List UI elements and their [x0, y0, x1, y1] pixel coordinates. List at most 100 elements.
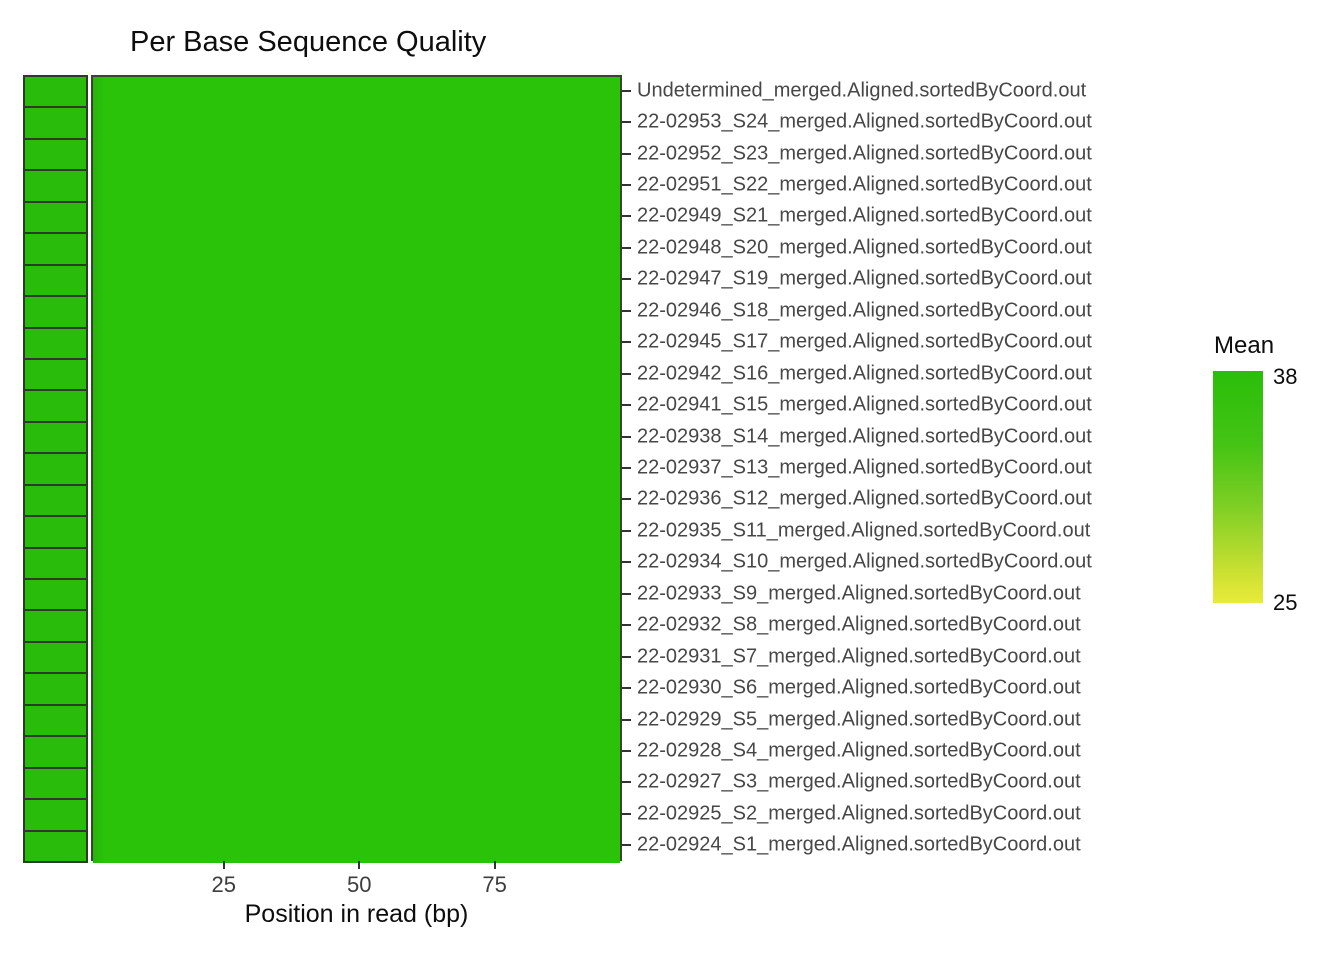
sample-tick-mark: [622, 184, 631, 187]
strip-cell: [23, 137, 88, 172]
strip-cell: [23, 578, 88, 612]
sample-tick-mark: [622, 89, 631, 92]
strip-cell: [23, 169, 88, 203]
sample-tick-mark: [622, 749, 631, 752]
chart-title: Per Base Sequence Quality: [130, 26, 487, 58]
sample-tick-mark: [622, 404, 631, 407]
sample-tick-mark: [622, 152, 631, 155]
heatmap-row: [93, 768, 620, 801]
heatmap-row: [93, 265, 620, 298]
heatmap-row: [93, 674, 620, 706]
sample-tick-mark: [622, 561, 631, 564]
sample-label: 22-02948_S20_merged.Aligned.sortedByCoor…: [637, 236, 1092, 259]
sample-label: Undetermined_merged.Aligned.sortedByCoor…: [637, 79, 1087, 102]
sample-tick-mark: [622, 121, 631, 124]
sample-label: 22-02929_S5_merged.Aligned.sortedByCoord…: [637, 708, 1081, 731]
heatmap-row: [93, 202, 620, 235]
sample-label: 22-02928_S4_merged.Aligned.sortedByCoord…: [637, 739, 1081, 762]
sample-label: 22-02934_S10_merged.Aligned.sortedByCoor…: [637, 550, 1092, 573]
strip-cell: [23, 483, 88, 518]
sample-tick-mark: [622, 529, 631, 532]
sample-label: 22-02952_S23_merged.Aligned.sortedByCoor…: [637, 142, 1092, 165]
sample-tick-mark: [622, 341, 631, 344]
sample-tick-mark: [622, 655, 631, 658]
heatmap-row: [93, 77, 620, 109]
heatmap-row: [93, 705, 620, 738]
heatmap-row: [93, 422, 620, 455]
heatmap-row: [93, 391, 620, 423]
strip-cell: [23, 389, 88, 423]
sample-tick-mark: [622, 435, 631, 438]
legend-colorbar: [1213, 371, 1263, 603]
sample-tick-mark: [622, 372, 631, 375]
strip-cell: [23, 766, 88, 801]
sample-label: 22-02925_S2_merged.Aligned.sortedByCoord…: [637, 802, 1081, 825]
strip-cell: [23, 640, 88, 675]
heatmap-row: [93, 108, 620, 140]
sample-tick-mark: [622, 278, 631, 281]
strip-cell: [23, 357, 88, 392]
sample-tick-mark: [622, 812, 631, 815]
row-annotation-strip: [23, 75, 88, 863]
sample-label: 22-02938_S14_merged.Aligned.sortedByCoor…: [637, 425, 1092, 448]
sample-label: 22-02942_S16_merged.Aligned.sortedByCoor…: [637, 362, 1092, 385]
legend-title: Mean: [1214, 332, 1275, 359]
legend-min-value: 25: [1273, 590, 1298, 615]
sample-label: 22-02930_S6_merged.Aligned.sortedByCoord…: [637, 676, 1081, 699]
sample-tick-mark: [622, 498, 631, 501]
x-tick-mark: [493, 861, 496, 869]
sample-label: 22-02937_S13_merged.Aligned.sortedByCoor…: [637, 456, 1092, 479]
strip-cell: [23, 452, 88, 486]
sample-tick-mark: [622, 246, 631, 249]
sample-tick-mark: [622, 687, 631, 690]
legend-max-value: 38: [1273, 364, 1298, 389]
strip-cell: [23, 200, 88, 235]
sample-tick-mark: [622, 844, 631, 847]
sample-tick-mark: [622, 215, 631, 218]
sample-label: 22-02936_S12_merged.Aligned.sortedByCoor…: [637, 487, 1092, 510]
sample-tick-mark: [622, 467, 631, 469]
x-tick-mark: [358, 861, 361, 869]
sample-tick-mark: [622, 592, 631, 595]
sample-label: 22-02945_S17_merged.Aligned.sortedByCoor…: [637, 330, 1092, 353]
heatmap-panel: [91, 75, 622, 863]
strip-cell: [23, 515, 88, 549]
strip-cell: [23, 829, 88, 863]
strip-cell: [23, 609, 88, 643]
strip-cell: [23, 75, 88, 109]
sample-label: 22-02933_S9_merged.Aligned.sortedByCoord…: [637, 582, 1081, 605]
heatmap-row: [93, 580, 620, 612]
sample-tick-mark: [622, 718, 631, 721]
strip-cell: [23, 735, 88, 769]
heatmap-row: [93, 831, 620, 863]
strip-cell: [23, 263, 88, 298]
x-tick-mark: [222, 861, 225, 869]
x-tick-label: 25: [211, 872, 236, 897]
heatmap-row: [93, 548, 620, 580]
sample-label: 22-02946_S18_merged.Aligned.sortedByCoor…: [637, 299, 1092, 322]
heatmap-row: [93, 359, 620, 392]
strip-cell: [23, 232, 88, 266]
strip-cell: [23, 703, 88, 738]
heatmap-row: [93, 139, 620, 172]
strip-cell: [23, 672, 88, 706]
sample-label: 22-02941_S15_merged.Aligned.sortedByCoor…: [637, 393, 1092, 416]
sample-label: 22-02932_S8_merged.Aligned.sortedByCoord…: [637, 613, 1081, 636]
heatmap-row: [93, 328, 620, 360]
strip-cell: [23, 546, 88, 580]
heatmap-row: [93, 642, 620, 675]
strip-cell: [23, 326, 88, 360]
sample-tick-mark: [622, 309, 631, 312]
strip-cell: [23, 798, 88, 832]
x-tick-label: 75: [482, 872, 507, 897]
x-axis-title: Position in read (bp): [244, 900, 469, 928]
sample-label: 22-02951_S22_merged.Aligned.sortedByCoor…: [637, 173, 1092, 196]
sample-label: 22-02949_S21_merged.Aligned.sortedByCoor…: [637, 204, 1092, 227]
sample-label: 22-02953_S24_merged.Aligned.sortedByCoor…: [637, 110, 1092, 133]
x-tick-label: 50: [346, 872, 372, 897]
heatmap-row: [93, 485, 620, 518]
strip-cell: [23, 295, 88, 329]
sample-tick-mark: [622, 781, 631, 784]
sample-label: 22-02947_S19_merged.Aligned.sortedByCoor…: [637, 267, 1092, 290]
